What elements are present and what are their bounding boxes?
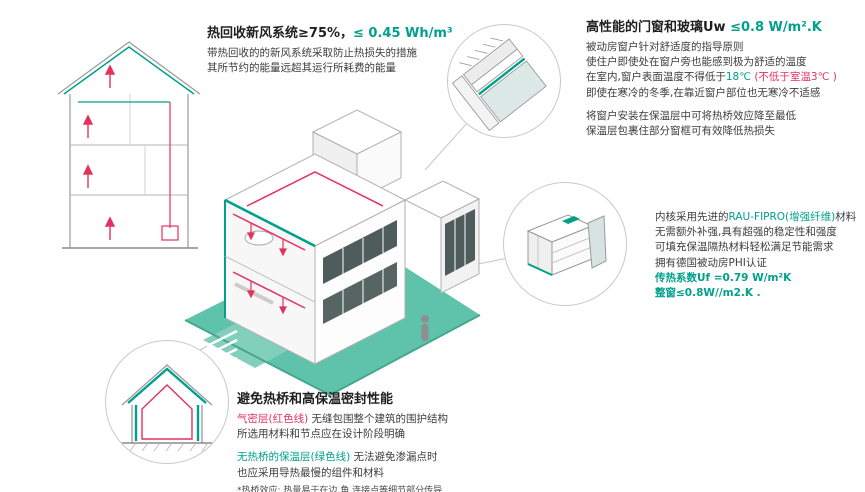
ventilation-title-value: ≤ 0.45 Wh/m³ — [353, 26, 453, 41]
ventilation-line2: 其所节约的能量远超其运行所耗费的能量 — [207, 62, 396, 75]
window-title-text: 高性能的门窗和玻璃Uw — [586, 20, 731, 35]
building-cross-section-illustration — [57, 41, 201, 249]
profile-line1-text: 内核采用先进的 — [655, 211, 729, 223]
thermal-line3-text: 无法避免渗漏点时 — [350, 451, 438, 464]
profile-uw-value: 整窗≤0.8W//m2.K . — [655, 287, 761, 300]
thermal-line1: 气密层(红色线) 无缝包围整个建筑的围护结构 — [237, 412, 537, 427]
thermal-footnote: *热桥效应: 热量易于在边.角.连接点等细节部分传导 — [237, 485, 443, 492]
ventilation-line1: 带热回收的的新风系统采取防止热损失的措施 — [207, 47, 417, 59]
profile-teal-edge — [527, 263, 553, 276]
profile-line1-material: RAU-FIPRO(增强纤维) — [728, 211, 836, 223]
kitchen-counter — [234, 282, 274, 305]
airflow-arrows — [82, 64, 116, 240]
window-line3-temp: 18℃ — [725, 71, 751, 84]
window-line6: 保温层包裹住部分窗框可有效降低热损失 — [586, 125, 775, 138]
thermal-envelope-callout-circle — [105, 340, 229, 464]
window-line3: 在室内,窗户表面温度不得低于18℃ (不低于室温3℃ ) — [586, 70, 864, 85]
window-profile-extrusion-icon — [526, 214, 607, 276]
front-glazing — [323, 220, 397, 324]
callout-thermal: 避免热桥和高保温密封性能 气密层(红色线) 无缝包围整个建筑的围护结构 所选用材… — [237, 388, 537, 492]
thermal-title: 避免热桥和高保温密封性能 — [237, 392, 394, 407]
window-detail-callout-circle — [447, 24, 561, 138]
insulation-layer-line — [127, 367, 207, 404]
window-title: 高性能的门窗和玻璃Uw ≤0.8 W/m².K — [586, 16, 864, 35]
right-wing-glazing — [445, 209, 475, 276]
profile-line4: 拥有德国被动房PHI认证 — [655, 256, 767, 269]
thermal-airtight-label: 气密层(红色线) — [237, 413, 309, 425]
window-line3-note: (不低于室温3℃ ) — [751, 71, 837, 84]
heat-recovery-unit — [161, 225, 179, 241]
ventilation-title: 热回收新风系统≥75%，≤ 0.45 Wh/m³ — [207, 22, 487, 41]
callout-window: 高性能的门窗和玻璃Uw ≤0.8 W/m².K 被动房窗户针对舒适度的指导原则 … — [586, 16, 864, 139]
window-line5: 将窗户安装在保温层中可将热桥效应降至最低 — [586, 109, 796, 122]
thermal-line1-text: 无缝包围整个建筑的围护结构 — [308, 413, 449, 425]
window-line1: 被动房窗户针对舒适度的指导原则 — [586, 41, 744, 53]
frame-profile-callout-circle — [503, 182, 627, 306]
thermal-line3: 无热桥的保温层(绿色线) 无法避免渗漏点时 — [237, 450, 537, 465]
callout-profile: 内核采用先进的RAU-FIPRO(增强纤维)材料 无需额外补强,具有超强的稳定性… — [655, 210, 865, 301]
callout-ventilation: 热回收新风系统≥75%，≤ 0.45 Wh/m³ 带热回收的的新风系统采取防止热… — [207, 22, 487, 76]
insulation-cut-edge — [224, 198, 316, 248]
interior-floor-slab — [224, 255, 316, 303]
thermal-line4: 也应采用导热最慢的组件和材料 — [237, 466, 384, 479]
thermal-envelope-house-icon — [117, 364, 216, 452]
window-line4: 即使在寒冷的冬季,在靠近窗户部位也无寒冷不适感 — [586, 86, 821, 99]
profile-line1: 内核采用先进的RAU-FIPRO(增强纤维)材料 — [655, 210, 865, 225]
roof-insulation-line — [63, 46, 195, 95]
glazing-pane — [587, 215, 607, 269]
airtight-layer-line — [141, 384, 193, 440]
ventilation-title-text: 热回收新风系统≥75%， — [207, 26, 354, 41]
ventilation-ducts — [232, 171, 384, 309]
isometric-house-illustration — [184, 109, 481, 397]
profile-uf-value: 传热系数Uf =0.79 W/m²K — [655, 271, 792, 284]
duct-outlet-arrows — [247, 223, 287, 315]
thermal-insulation-label: 无热桥的保温层(绿色线) — [237, 451, 351, 464]
window-corner-detail-icon — [451, 37, 547, 132]
profile-line2: 无需额外补强,具有超强的稳定性和强度 — [655, 226, 837, 239]
profile-line3: 可填充保温隔热材料轻松满足节能需求 — [655, 241, 834, 254]
profile-line1-suffix: 材料 — [835, 211, 857, 223]
window-line2: 使住户即使处在窗户旁也能感到极为舒适的温度 — [586, 56, 807, 69]
person-figure — [421, 315, 429, 341]
thermal-line2: 所选用材料和节点应在设计阶段明确 — [237, 428, 405, 441]
window-line3-text: 在室内,窗户表面温度不得低于 — [586, 71, 726, 84]
gasket — [562, 216, 580, 224]
window-title-value: ≤0.8 W/m².K — [730, 20, 822, 35]
